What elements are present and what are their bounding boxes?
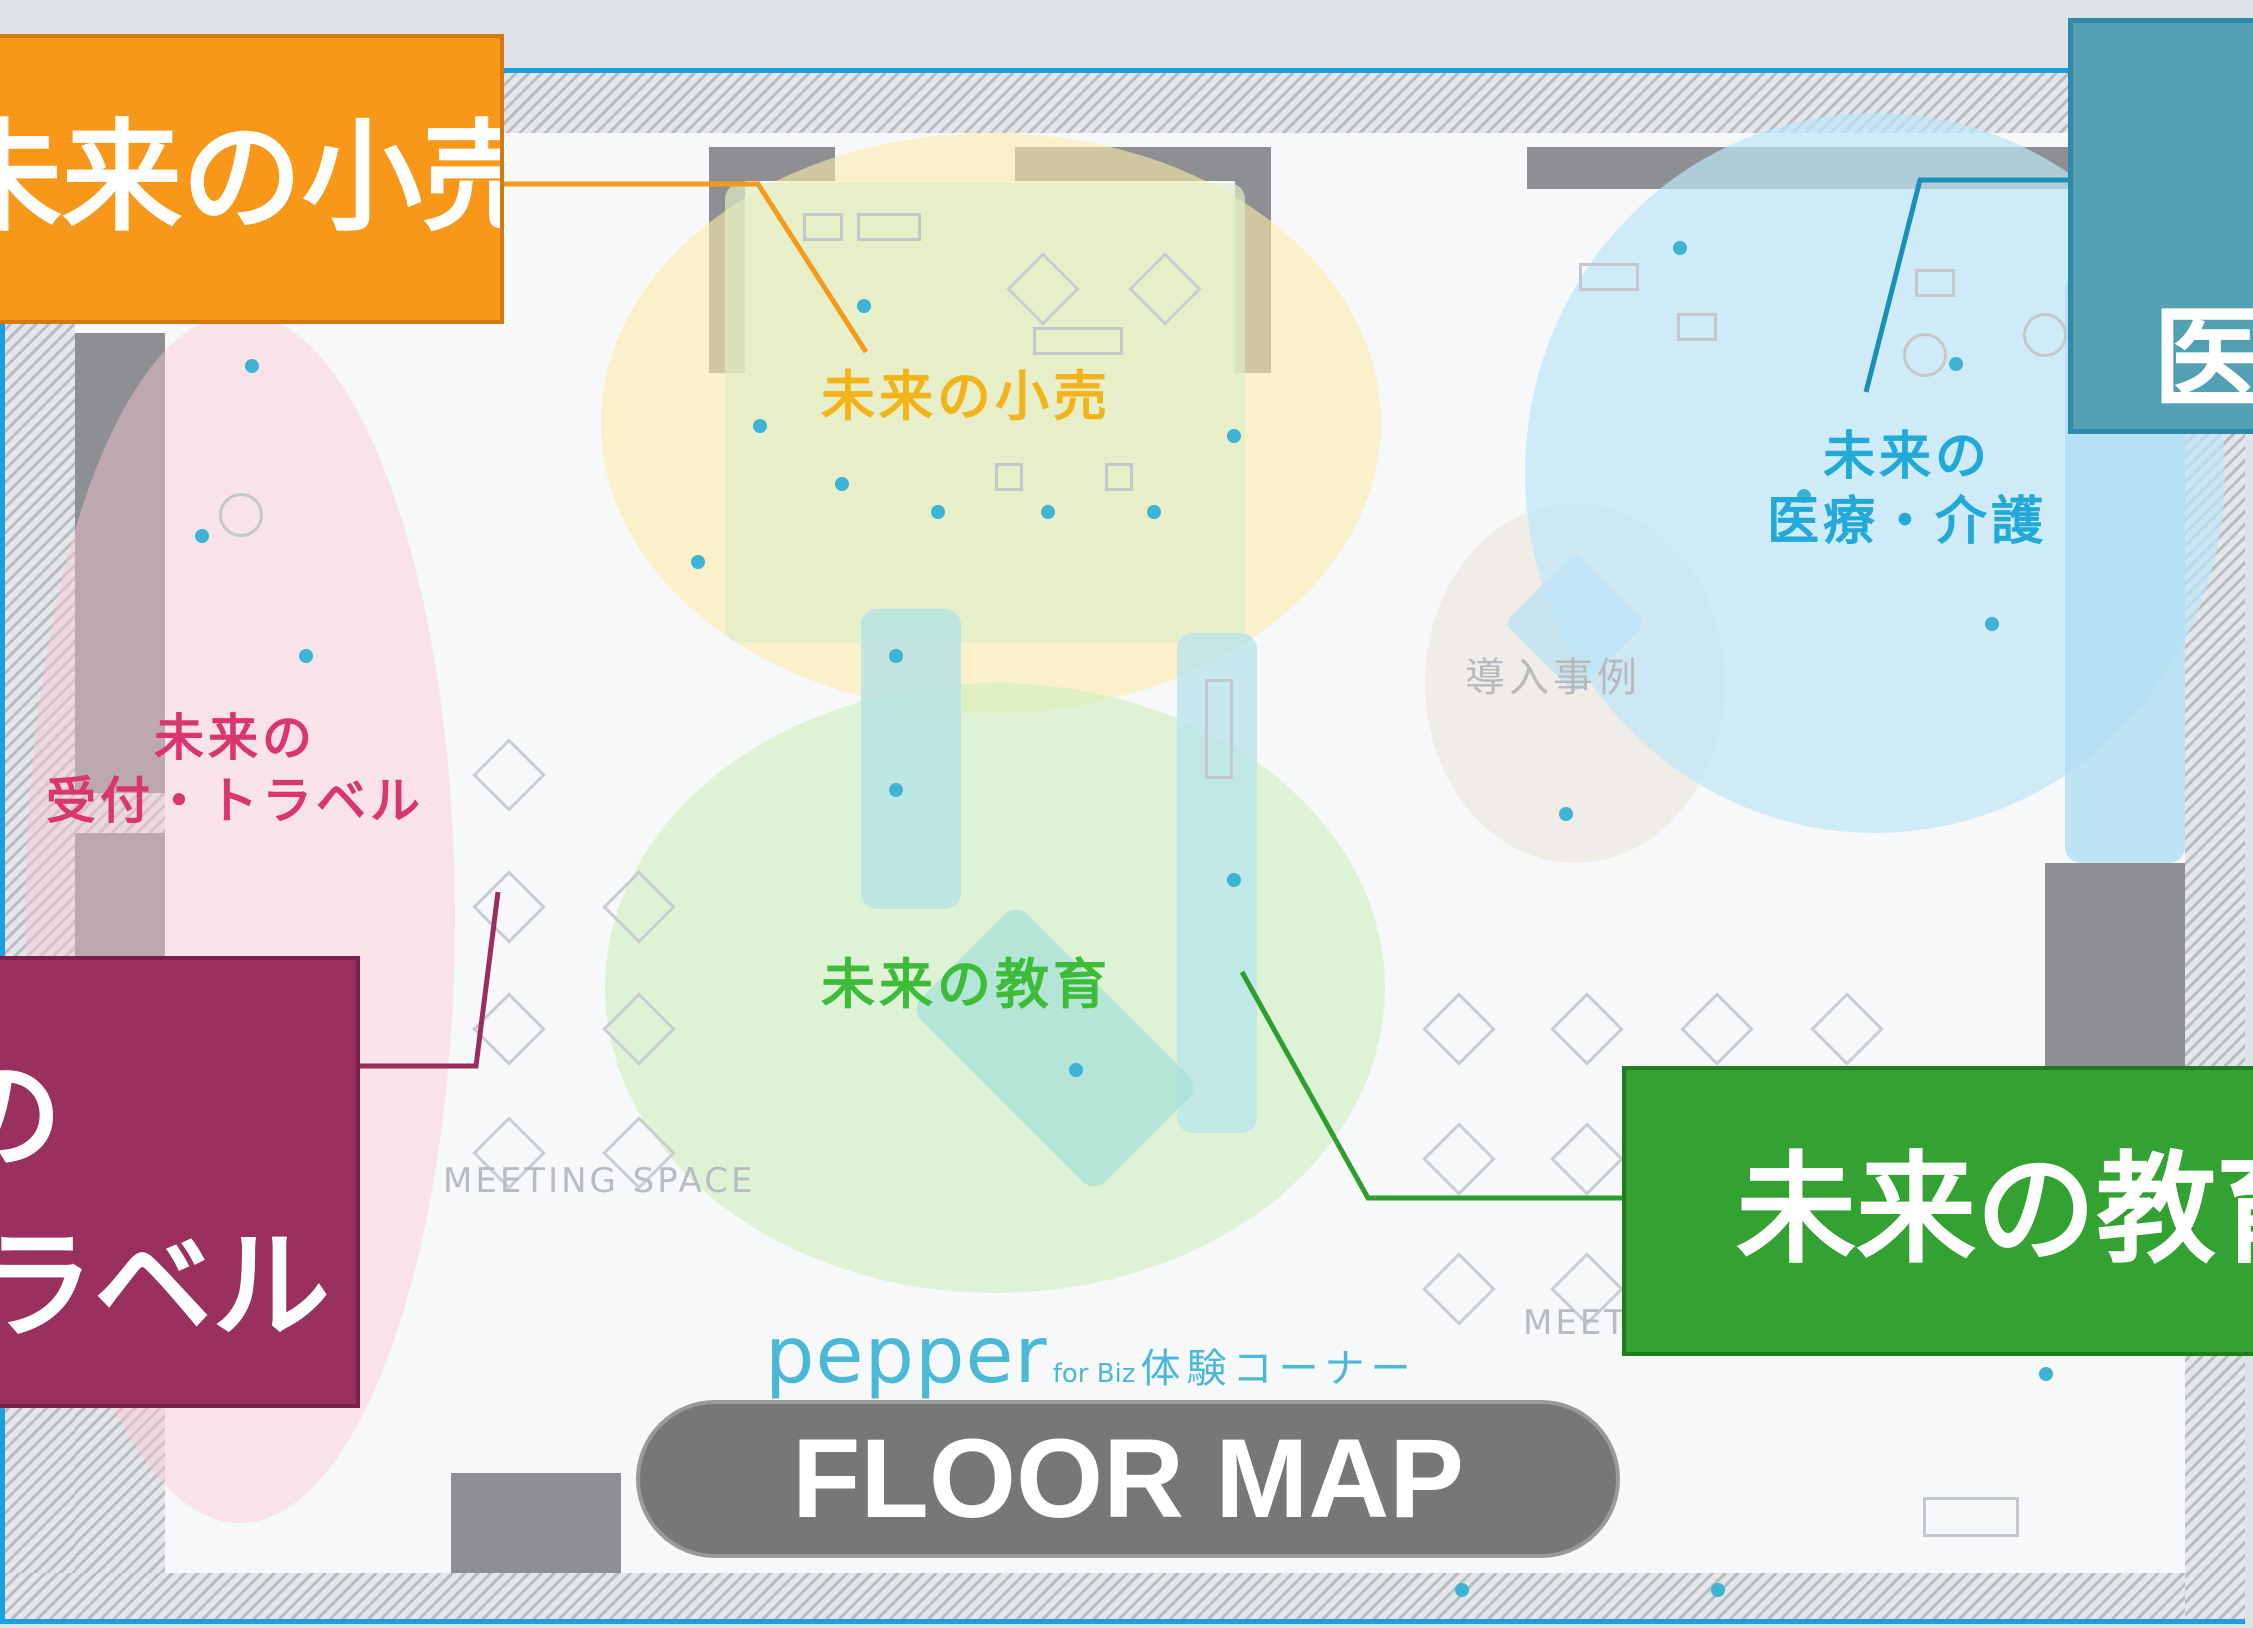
stool-symbol xyxy=(219,493,263,537)
pillar-left xyxy=(75,333,165,793)
pepper-dot xyxy=(1041,505,1055,519)
table-symbol xyxy=(472,870,546,944)
wall-bottom xyxy=(5,1573,2245,1619)
pepper-dot xyxy=(1455,1583,1469,1597)
zone-label-healthcare-line1: 未来の xyxy=(1823,427,1992,487)
pepper-dot xyxy=(1673,241,1687,255)
healthcare-callout-text: 医 xyxy=(2153,295,2253,423)
pepper-dot xyxy=(1147,505,1161,519)
counter-symbol xyxy=(1579,263,1639,291)
brand-corner: 体験コーナー xyxy=(1140,1346,1417,1392)
block-right xyxy=(2045,863,2185,1083)
healthcare-callout: 医 xyxy=(2068,18,2253,434)
table-symbol xyxy=(1422,992,1496,1066)
pepper-dot xyxy=(1069,1063,1083,1077)
floor-map-title: FLOOR MAP xyxy=(636,1400,1620,1558)
table-symbol xyxy=(1550,1122,1624,1196)
reception-callout-line2: ラベル xyxy=(0,1217,331,1355)
pepper-dot xyxy=(1227,429,1241,443)
pepper-dot xyxy=(857,299,871,313)
pepper-dot xyxy=(245,359,259,373)
meeting-space-label: MEETING SPACE xyxy=(443,1161,756,1201)
reception-callout: の ラベル xyxy=(0,956,360,1408)
pepper-dot xyxy=(931,505,945,519)
counter-symbol xyxy=(1923,1497,2019,1537)
table-symbol xyxy=(1810,992,1884,1066)
retail-callout: 未来の小売 xyxy=(0,34,504,324)
education-column xyxy=(861,609,961,909)
pepper-dot xyxy=(753,419,767,433)
pepper-dot xyxy=(195,529,209,543)
education-callout: 未来の教育 xyxy=(1622,1066,2253,1356)
pepper-dot xyxy=(1949,357,1963,371)
pepper-dot xyxy=(1985,617,1999,631)
table-symbol xyxy=(472,738,546,812)
pepper-dot xyxy=(1559,807,1573,821)
zone-label-healthcare: 未来の 医療・介護 xyxy=(1767,425,2047,555)
stool-symbol xyxy=(1903,333,1947,377)
counter-symbol xyxy=(1205,679,1233,779)
pepper-dot xyxy=(889,649,903,663)
education-callout-text: 未来の教育 xyxy=(1736,1141,2253,1280)
zone-label-education: 未来の教育 xyxy=(821,953,1111,1016)
retail-callout-text: 未来の小売 xyxy=(0,109,500,248)
counter-symbol xyxy=(1033,327,1123,355)
counter-symbol xyxy=(1105,463,1133,491)
table-symbol xyxy=(1680,992,1754,1066)
table-symbol xyxy=(1550,992,1624,1066)
table-symbol xyxy=(472,992,546,1066)
counter-symbol xyxy=(803,213,843,241)
zone-label-retail: 未来の小売 xyxy=(821,365,1111,428)
table-symbol xyxy=(1422,1252,1496,1326)
zone-label-cases: 導入事例 xyxy=(1465,655,1641,701)
pepper-for-biz-logo: pepper for Biz 体験コーナー xyxy=(765,1311,1417,1401)
counter-symbol xyxy=(1915,269,1955,297)
stool-symbol xyxy=(2023,313,2067,357)
brand-for-biz: for Biz xyxy=(1052,1359,1136,1389)
pepper-dot xyxy=(1711,1583,1725,1597)
pepper-dot xyxy=(1797,489,1811,503)
counter-symbol xyxy=(857,213,921,241)
zone-label-healthcare-line2: 医療・介護 xyxy=(1767,492,2048,552)
zone-label-reception-line2: 受付・トラベル xyxy=(46,771,424,830)
counter-symbol xyxy=(1677,313,1717,341)
pepper-dot xyxy=(1227,873,1241,887)
pepper-dot xyxy=(889,783,903,797)
table-symbol xyxy=(1422,1122,1496,1196)
brand-main: pepper xyxy=(765,1311,1048,1401)
pepper-dot xyxy=(691,555,705,569)
block-bottom-left xyxy=(451,1473,621,1573)
pepper-dot xyxy=(2039,1367,2053,1381)
zone-label-reception-line1: 未来の xyxy=(154,709,316,767)
counter-symbol xyxy=(995,463,1023,491)
pepper-dot xyxy=(299,649,313,663)
reception-callout-line1: の xyxy=(0,1020,62,1191)
zone-label-reception: 未来の 受付・トラベル xyxy=(25,707,445,832)
pepper-dot xyxy=(835,477,849,491)
